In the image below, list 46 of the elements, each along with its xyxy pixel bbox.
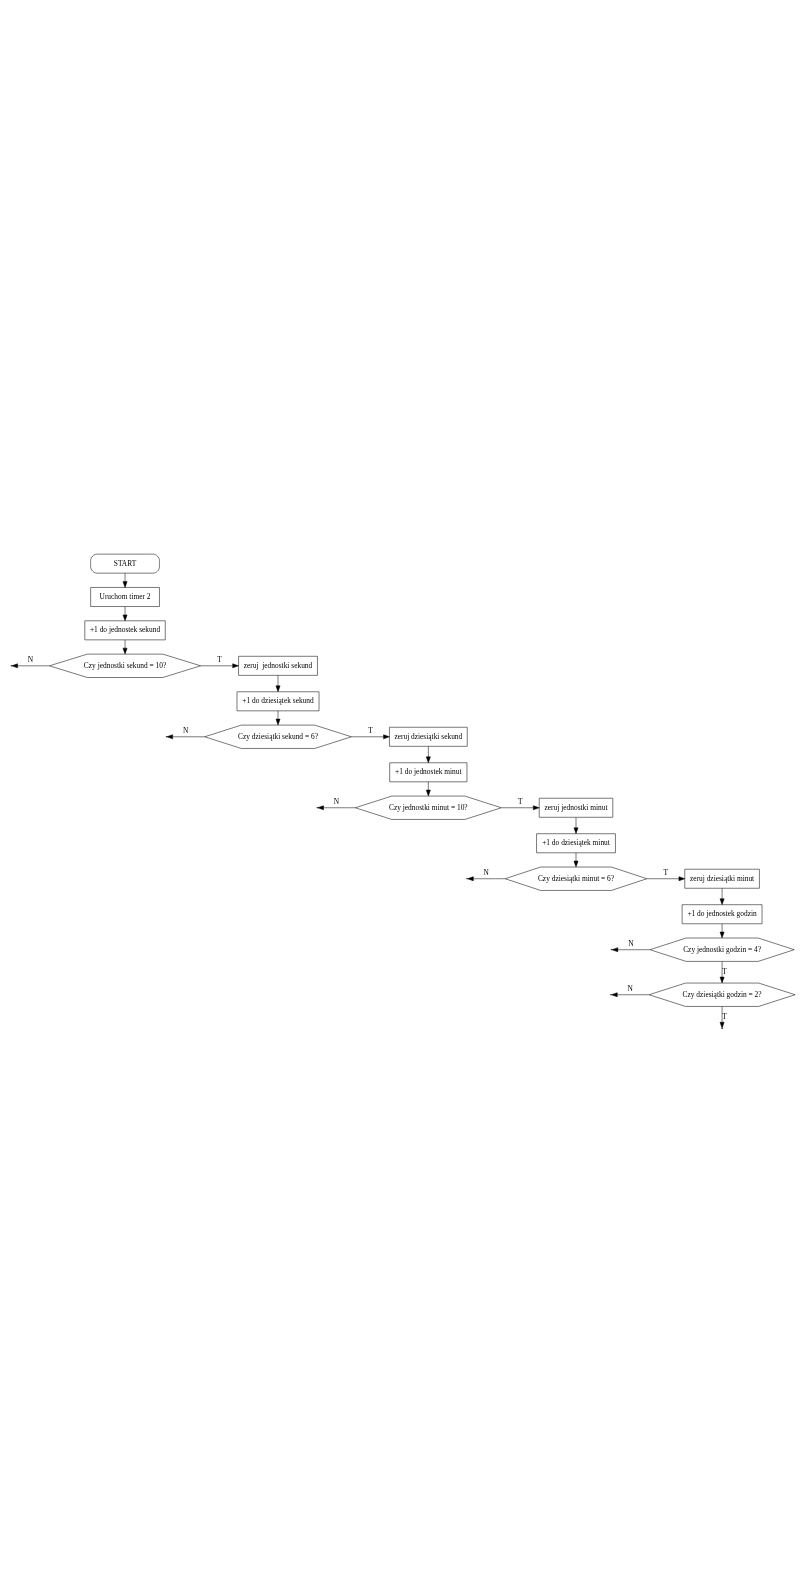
- arrow: [426, 745, 431, 763]
- edge-label: T: [722, 1011, 727, 1021]
- edge-label: N: [483, 867, 489, 877]
- node-box: +1 do dziesiątek sekund: [236, 691, 320, 711]
- arrow: [611, 991, 650, 997]
- arrow: [275, 710, 281, 725]
- arrow: [122, 572, 128, 588]
- arrow: [719, 923, 725, 938]
- edge-label: N: [182, 725, 189, 735]
- node-box: +1 do jednostek godzin: [681, 903, 763, 924]
- arrow: [467, 875, 506, 881]
- node-box: +1 do jednostek minut: [389, 762, 468, 782]
- arrow: [719, 887, 725, 905]
- edge-label: N: [27, 654, 34, 664]
- node-box: zeruj dziesiątki minut: [684, 868, 760, 889]
- arrow: [200, 663, 239, 668]
- node-box: Uruchom timer 2: [90, 586, 160, 607]
- arrow: [501, 804, 540, 810]
- node-box: zeruj jednostki sekund: [238, 655, 318, 676]
- arrow: [166, 734, 205, 739]
- arrow: [351, 734, 390, 739]
- edge-label: N: [627, 983, 633, 993]
- edge-label: T: [722, 966, 727, 976]
- arrow: [122, 605, 128, 621]
- node-box: zeruj dziesiątki sekund: [389, 726, 468, 747]
- arrow: [573, 852, 579, 867]
- arrow: [611, 946, 651, 952]
- edge-label: N: [333, 796, 340, 806]
- node-box: zeruj jednostki minut: [538, 797, 614, 818]
- edge-label: T: [663, 867, 669, 877]
- edge-label: T: [368, 725, 373, 735]
- arrow: [719, 960, 725, 983]
- arrow: [646, 875, 686, 881]
- node-box: +1 do dziesiątek minut: [536, 832, 616, 853]
- edge-label: N: [628, 938, 634, 948]
- arrow: [573, 816, 579, 834]
- arrow: [11, 663, 50, 668]
- edge-label: T: [217, 654, 222, 664]
- arrow: [122, 639, 128, 654]
- node-box: START: [90, 553, 160, 573]
- edge-label: T: [518, 796, 523, 806]
- arrow: [317, 804, 356, 810]
- arrow: [719, 1005, 725, 1028]
- node-box: +1 do jednostek sekund: [84, 620, 166, 640]
- arrow: [275, 674, 281, 692]
- arrow: [426, 781, 431, 796]
